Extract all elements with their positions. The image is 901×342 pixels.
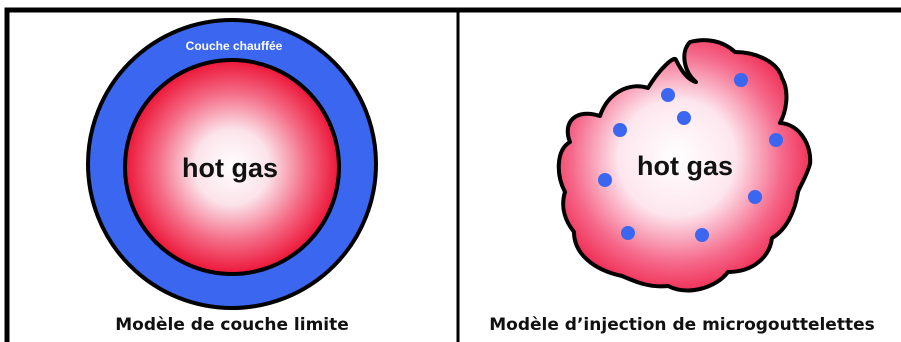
microdroplet <box>677 111 691 125</box>
panel-boundary-layer: Couche chauffée hot gas <box>86 18 378 310</box>
microdroplet <box>734 73 748 87</box>
microdroplet <box>748 190 762 204</box>
microdroplet <box>621 226 635 240</box>
microdroplet <box>769 133 783 147</box>
caption-microdroplet-injection-model: Modèle d’injection de microgouttelettes <box>489 315 875 335</box>
heated-layer-label: Couche chauffée <box>186 39 283 53</box>
microdroplet <box>598 173 612 187</box>
caption-boundary-layer-model: Modèle de couche limite <box>115 315 349 335</box>
hot-gas-label-left: hot gas <box>182 153 278 183</box>
hot-gas-blob <box>556 38 813 293</box>
hot-gas-core-left <box>123 58 341 276</box>
microdroplet <box>613 123 627 137</box>
microdroplets <box>598 73 783 242</box>
microdroplet <box>661 88 675 102</box>
panel-microdroplet-injection: hot gas <box>556 38 813 293</box>
hot-gas-label-right: hot gas <box>637 151 733 181</box>
microdroplet <box>695 228 709 242</box>
